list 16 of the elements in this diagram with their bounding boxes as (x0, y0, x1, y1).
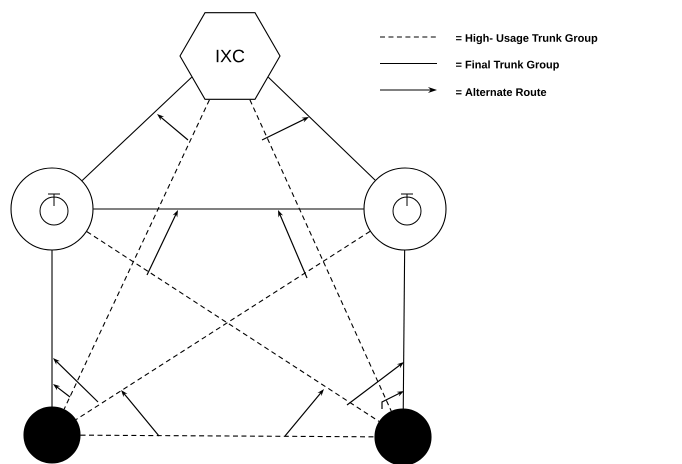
trunk-line (402, 250, 406, 408)
hexagon-node: IXC (179, 12, 281, 100)
legend-text: = High- Usage Trunk Group (456, 34, 598, 44)
filled-circle-node (374, 408, 432, 464)
filled-circle-node (23, 406, 81, 464)
trunk-line (51, 250, 53, 406)
legend-text: = Final Trunk Group (456, 60, 559, 71)
dashed-trunk-line (64, 100, 210, 410)
circle-node (10, 167, 94, 251)
dashed-trunk-line (249, 100, 392, 412)
circle-node (363, 167, 447, 251)
trunk-line (94, 208, 364, 210)
trunk-line (268, 76, 376, 181)
trunk-line (82, 76, 192, 181)
dashed-trunk-line (80, 434, 374, 438)
legend-text: = Alternate Route (456, 88, 546, 96)
